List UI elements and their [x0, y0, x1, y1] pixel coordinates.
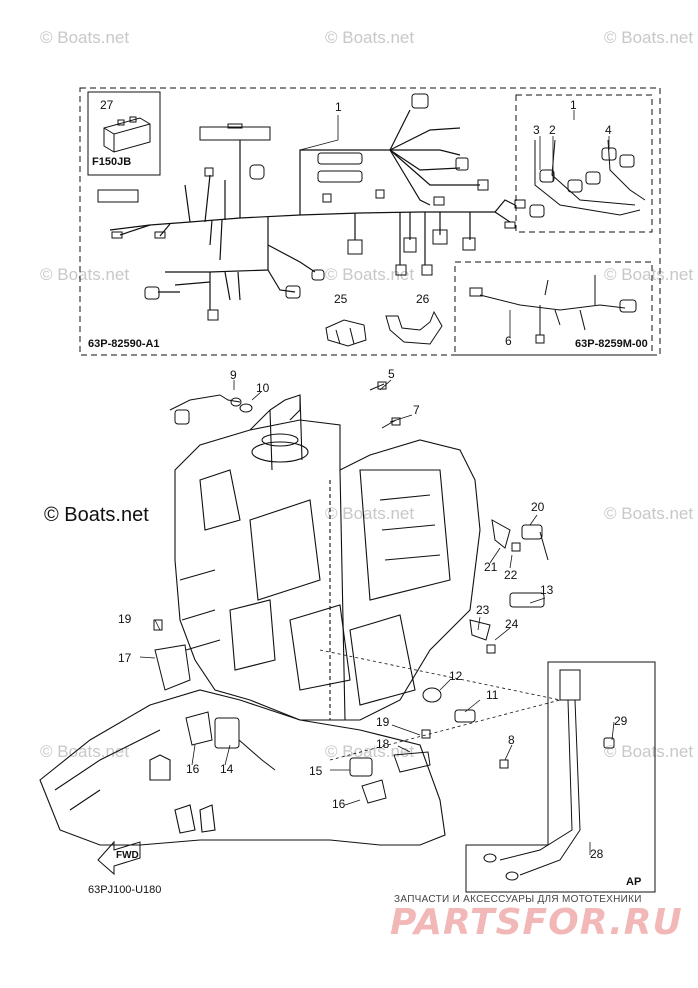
- part-number: 29: [614, 714, 628, 728]
- part-number: 24: [505, 617, 519, 631]
- main-harness-wires: [109, 109, 516, 310]
- part-number: 26: [416, 292, 430, 306]
- part-12-grommet: [422, 687, 442, 703]
- watermark-center: © Boats.net: [44, 504, 149, 526]
- part-10-washer: [239, 403, 253, 413]
- ap-frame: [465, 661, 656, 893]
- part-7-bolt: [381, 417, 401, 429]
- subharness-1-wires: [529, 139, 646, 218]
- part-11-sensor: [454, 709, 476, 723]
- part-number: 1: [570, 98, 577, 112]
- part-number: 18: [376, 737, 390, 751]
- part-26-clamp: [385, 310, 443, 345]
- part-number: 2: [549, 123, 556, 137]
- watermark: © Boats.net: [40, 28, 130, 47]
- part-number: 15: [309, 764, 323, 778]
- subharness-1-frame: [515, 94, 653, 233]
- part-17-bracket: [154, 644, 191, 691]
- part-number: 6: [505, 334, 512, 348]
- main-harness-code: 63P-82590-A1: [88, 338, 160, 350]
- part-15-relay: [349, 757, 373, 777]
- part-27-frame: [87, 91, 161, 176]
- part-27-code: F150JB: [92, 156, 132, 168]
- part-number: 28: [590, 847, 604, 861]
- part-number: 10: [256, 381, 270, 395]
- sub-harness-code: 63P-8259M-00: [575, 338, 648, 350]
- part-25-clamp: [325, 319, 367, 347]
- part-16-holder: [185, 711, 387, 804]
- part-number: 20: [531, 500, 545, 514]
- part-number: 13: [540, 583, 554, 597]
- part-21-bracket: [491, 519, 511, 549]
- part-number: 17: [118, 651, 132, 665]
- fwd-arrow: [97, 840, 141, 876]
- part-number: 16: [186, 762, 200, 776]
- part-number: 19: [376, 715, 390, 729]
- part-9-sensor: [169, 394, 242, 425]
- leader-lines: [139, 110, 615, 855]
- watermark: © Boats.net: [604, 28, 694, 47]
- part-number: 9: [230, 368, 237, 382]
- brand-tagline: ЗАПЧАСТИ И АКСЕССУАРЫ ДЛЯ МОТОТЕХНИКИ: [394, 894, 642, 905]
- part-23-bracket: [469, 619, 491, 641]
- part-14-relay: [214, 717, 276, 771]
- part-24-bolt: [486, 644, 496, 654]
- harness-frame: [79, 87, 661, 356]
- brand-logo: PARTSFOR.RU: [390, 902, 683, 943]
- part-number: 27: [100, 98, 114, 112]
- watermark: © Boats.net: [325, 265, 415, 284]
- part-29-bolt: [603, 737, 615, 749]
- part-number: 8: [508, 733, 515, 747]
- part-number: 25: [334, 292, 348, 306]
- part-number: 22: [504, 568, 518, 582]
- part-27-connector: [103, 116, 151, 153]
- subharness-6-wires: [469, 275, 637, 344]
- part-number: 23: [476, 603, 490, 617]
- part-13-sensor: [509, 592, 545, 608]
- watermark: © Boats.net: [604, 504, 694, 523]
- watermark: © Boats.net: [325, 742, 415, 761]
- fwd-label: FWD: [116, 850, 139, 861]
- part-22-bolt: [511, 542, 521, 552]
- diagram-code: 63PJ100-U180: [88, 884, 162, 896]
- part-5-bolt: [369, 381, 387, 391]
- engine-block: [174, 394, 481, 721]
- part-18-bracket: [393, 751, 431, 773]
- part-19-bolt: [153, 619, 431, 739]
- ap-label: AP: [626, 876, 642, 888]
- part-20-sensor: [521, 524, 549, 561]
- part-number: 21: [484, 560, 498, 574]
- part-number: 5: [388, 367, 395, 381]
- watermark: © Boats.net: [325, 28, 415, 47]
- part-28-cable: [483, 669, 581, 881]
- part-number: 14: [220, 762, 234, 776]
- watermark: © Boats.net: [604, 265, 694, 284]
- subharness-6-frame: [454, 261, 653, 356]
- part-number: 4: [605, 123, 612, 137]
- part-number: 3: [533, 123, 540, 137]
- part-number: 12: [449, 669, 463, 683]
- part-number: 11: [486, 688, 499, 702]
- watermark: © Boats.net: [604, 742, 694, 761]
- watermark: © Boats.net: [40, 265, 130, 284]
- ecu-box: [249, 499, 321, 601]
- part-number: 16: [332, 797, 346, 811]
- harness-connectors: [97, 93, 526, 321]
- part-8-clip: [499, 759, 509, 769]
- part-number: 1: [335, 100, 342, 114]
- watermark: © Boats.net: [325, 504, 415, 523]
- part-number: 7: [413, 403, 420, 417]
- part-number: 19: [118, 612, 132, 626]
- bottom-cowling: [39, 689, 446, 846]
